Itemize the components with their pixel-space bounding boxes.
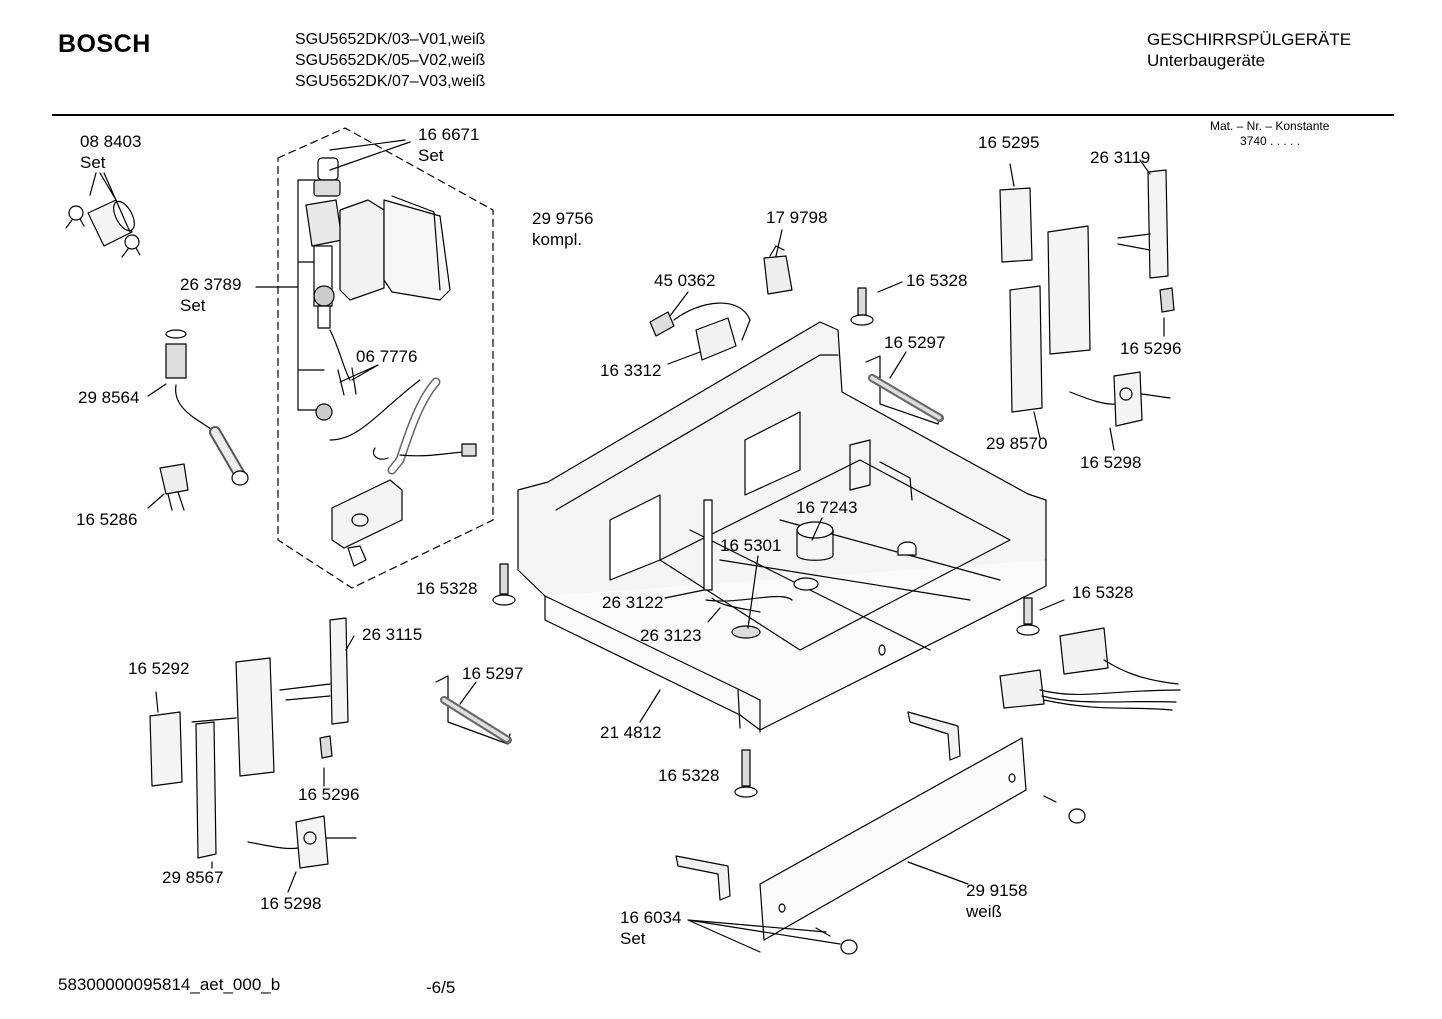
model-line: SGU5652DK/03–V01,weiß <box>295 31 486 48</box>
part-note: kompl. <box>532 230 583 249</box>
part-label-263115: 26 3115 <box>362 625 423 644</box>
base-frame-drawing <box>517 321 1047 733</box>
part-label-165296: 16 5296 <box>298 785 360 804</box>
model-line: SGU5652DK/05–V02,weiß <box>295 52 486 69</box>
part-label-263122: 26 3122 <box>602 593 664 612</box>
part-label-298564: 29 8564 <box>78 388 140 407</box>
part-label-088403: 08 8403 Set <box>80 131 141 173</box>
part-label-165296: 16 5296 <box>1120 339 1182 358</box>
hose-298564-drawing <box>147 329 249 486</box>
part-label-165292: 16 5292 <box>128 659 190 678</box>
sensor-179798-drawing <box>763 229 793 295</box>
part-note: Set <box>80 153 106 172</box>
leader-263789 <box>255 179 325 411</box>
material-number-block: Mat. – Nr. – Konstante 3740 . . . . . <box>1210 119 1329 149</box>
wire-263122-drawing <box>705 595 793 613</box>
part-label-163312: 16 3312 <box>600 361 662 380</box>
part-label-165298: 16 5298 <box>1080 453 1142 472</box>
drain-hose-drawing <box>315 377 477 475</box>
part-note: weiß <box>966 902 1002 921</box>
screw-drawing <box>492 281 1065 798</box>
part-label-299158: 29 9158 weiß <box>966 880 1027 922</box>
category-title: GESCHIRRSPÜLGERÄTE <box>1147 30 1352 49</box>
part-label-263119: 26 3119 <box>1090 148 1151 167</box>
part-label-165328: 16 5328 <box>658 766 720 785</box>
leader-263123 <box>707 607 721 623</box>
part-note: Set <box>418 146 444 165</box>
part-label-214812: 21 4812 <box>600 723 662 742</box>
assembly-dashed-outline <box>277 127 494 589</box>
wiring-harness-drawing <box>999 627 1181 711</box>
part-number: 16 6671 <box>418 125 480 144</box>
brand-logo: BOSCH <box>58 30 151 58</box>
leader-214812 <box>639 689 661 723</box>
part-label-263123: 26 3123 <box>640 626 702 645</box>
bracket-group-right-drawing <box>999 159 1175 451</box>
heater-165297-b-drawing <box>435 675 512 745</box>
leader-067776 <box>339 364 379 383</box>
category-block: GESCHIRRSPÜLGERÄTE Unterbaugeräte <box>1147 29 1351 71</box>
part-label-165328: 16 5328 <box>416 579 478 598</box>
part-label-165297: 16 5297 <box>462 664 524 683</box>
header-divider <box>52 114 1394 116</box>
part-label-263789: 26 3789 Set <box>180 274 241 316</box>
subcategory-title: Unterbaugeräte <box>1147 51 1266 70</box>
part-number: 29 9158 <box>966 881 1028 900</box>
part-label-165295: 16 5295 <box>978 133 1040 152</box>
part-label-165328: 16 5328 <box>906 271 968 290</box>
part-note: Set <box>180 296 206 315</box>
model-list: SGU5652DK/03–V01,weiß SGU5652DK/05–V02,w… <box>295 29 485 92</box>
hose-clamp-set-drawing <box>65 172 141 258</box>
part-number: 08 8403 <box>80 132 142 151</box>
part-note: Set <box>620 929 646 948</box>
mat-nr-value: 3740 . . . . . <box>1240 134 1301 148</box>
leader-263122 <box>664 589 705 599</box>
cable-450362-drawing <box>649 291 751 365</box>
part-number: 26 3789 <box>180 275 242 294</box>
part-label-298570: 29 8570 <box>986 434 1048 453</box>
part-label-166671: 16 6671 Set <box>418 124 479 166</box>
inlet-valve-drawing <box>305 139 451 396</box>
part-label-450362: 45 0362 <box>654 271 716 290</box>
page-number: -6/5 <box>426 978 456 997</box>
bracket-group-left-drawing <box>149 617 357 893</box>
part-label-166034: 16 6034 Set <box>620 907 681 949</box>
kickplate-drawing <box>675 711 1086 955</box>
leader-167243 <box>811 517 823 541</box>
part-label-179798: 17 9798 <box>766 208 828 227</box>
sump-cover-drawing <box>331 479 403 567</box>
mat-nr-label: Mat. – Nr. – Konstante <box>1210 119 1330 133</box>
part-label-165286: 16 5286 <box>76 510 138 529</box>
part-number: 16 6034 <box>620 908 682 927</box>
model-line: SGU5652DK/07–V03,weiß <box>295 73 486 90</box>
part-label-067776: 06 7776 <box>356 347 418 366</box>
part-label-167243: 16 7243 <box>796 498 858 517</box>
heater-165297-a-drawing <box>865 351 944 425</box>
part-label-298567: 29 8567 <box>162 868 224 887</box>
part-label-165328: 16 5328 <box>1072 583 1134 602</box>
part-number: 29 9756 <box>532 209 594 228</box>
leader-165301 <box>747 555 759 629</box>
document-id: 58300000095814_aet_000_b <box>58 975 281 994</box>
part-label-299756: 29 9756 kompl. <box>532 208 593 250</box>
part-label-165301: 16 5301 <box>720 536 782 555</box>
clip-165286-drawing <box>147 463 189 511</box>
part-label-165297: 16 5297 <box>884 333 946 352</box>
part-label-165298: 16 5298 <box>260 894 322 913</box>
